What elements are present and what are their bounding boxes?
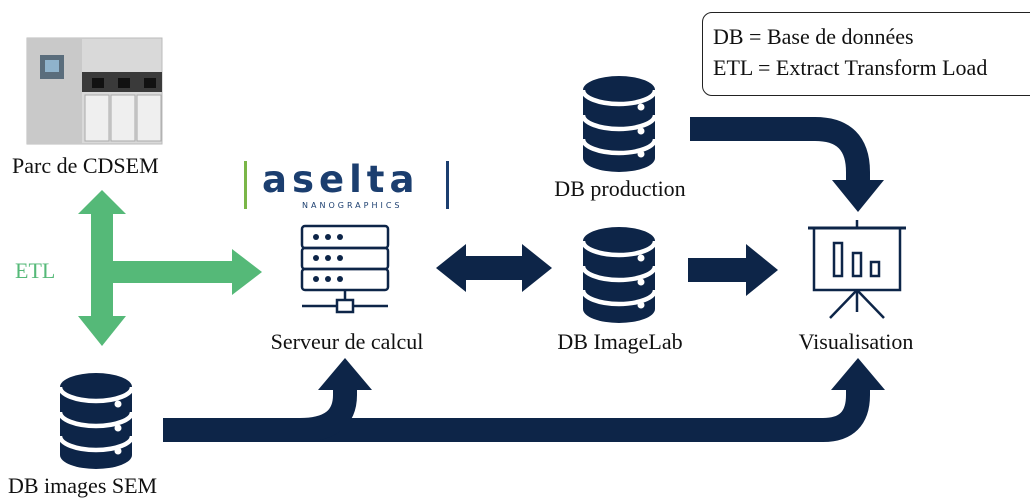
arrow-imagelab-to-visualisation — [688, 244, 778, 296]
bidirectional-arrow — [436, 244, 552, 292]
presentation-chart-icon — [808, 220, 906, 319]
etl-arrows — [78, 190, 262, 346]
label-db-imagelab: DB ImageLab — [557, 329, 683, 354]
db-imagelab-icon — [583, 227, 655, 323]
db-production-icon — [583, 76, 655, 172]
label-visualisation: Visualisation — [798, 329, 914, 354]
legend-line-etl: ETL = Extract Transform Load — [713, 55, 988, 80]
legend-line-db: DB = Base de données — [713, 24, 914, 49]
label-db-images-sem: DB images SEM — [8, 473, 158, 498]
aselta-logo — [244, 161, 449, 209]
db-images-sem-icon — [60, 373, 132, 469]
arrow-production-to-visualisation — [690, 117, 884, 212]
label-serveur: Serveur de calcul — [270, 329, 424, 354]
label-etl: ETL — [15, 258, 56, 283]
aselta-tagline: NANOGRAPHICS — [302, 201, 403, 210]
label-db-production: DB production — [554, 176, 686, 201]
aselta-wordmark: aselta — [262, 158, 420, 201]
server-icon — [300, 224, 390, 314]
legend-box: DB = Base de données ETL = Extract Trans… — [702, 12, 1030, 96]
cdsem-machine-image — [26, 37, 163, 145]
arrow-sem-to-server-and-visualisation — [163, 358, 885, 442]
label-cdsem: Parc de CDSEM — [12, 153, 159, 178]
